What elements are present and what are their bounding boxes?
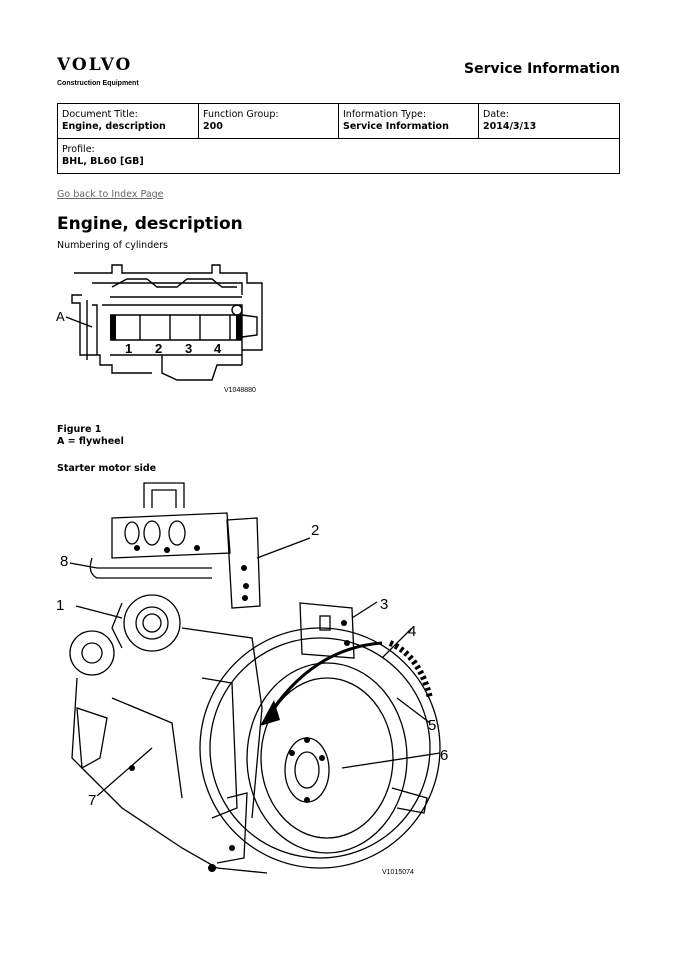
callout-number: 5 <box>428 717 436 734</box>
section-subtitle: Numbering of cylinders <box>57 240 168 251</box>
back-to-index-link[interactable]: Go back to Index Page <box>57 189 164 200</box>
callout-number: 7 <box>88 792 96 809</box>
figure-cylinder-numbering: A 1 2 3 4 V1048880 <box>56 264 263 394</box>
cylinder-number: 1 <box>125 341 132 356</box>
flywheel-label-a: A <box>56 309 65 324</box>
meta-row: Document Title: Engine, description Func… <box>58 104 619 139</box>
figure-code: V1048880 <box>224 387 256 394</box>
cylinder-number: 3 <box>185 341 192 356</box>
figure-code: V1015074 <box>382 869 414 876</box>
header-title: Service Information <box>464 61 620 77</box>
meta-cell-date: Date: 2014/3/13 <box>478 104 619 138</box>
meta-cell-function-group: Function Group: 200 <box>198 104 338 138</box>
meta-label: Profile: <box>62 144 95 155</box>
meta-value: Engine, description <box>62 121 166 132</box>
meta-value: 2014/3/13 <box>483 121 537 132</box>
meta-label: Function Group: <box>203 109 279 120</box>
figure-caption-text: A = flywheel <box>57 436 124 447</box>
meta-value: BHL, BL60 [GB] <box>62 156 144 167</box>
callout-number: 2 <box>311 522 319 539</box>
page-title: Engine, description <box>57 214 243 234</box>
meta-row: Profile: BHL, BL60 [GB] <box>58 139 619 173</box>
document-meta-table: Document Title: Engine, description Func… <box>57 103 620 174</box>
cylinder-number: 2 <box>155 341 162 356</box>
figure-caption: Figure 1 A = flywheel <box>57 424 124 448</box>
callout-number: 8 <box>60 553 68 570</box>
volvo-logo: VOLVO <box>57 55 133 75</box>
brand: VOLVO Construction Equipment <box>57 56 139 87</box>
meta-label: Document Title: <box>62 109 138 120</box>
brand-subtitle: Construction Equipment <box>57 80 139 87</box>
callout-number: 6 <box>440 747 448 764</box>
meta-label: Information Type: <box>343 109 427 120</box>
meta-value: Service Information <box>343 121 449 132</box>
meta-cell-profile: Profile: BHL, BL60 [GB] <box>58 139 619 173</box>
figure-caption-title: Figure 1 <box>57 424 102 435</box>
meta-value: 200 <box>203 121 223 132</box>
callout-number: 3 <box>380 596 388 613</box>
figure-starter-motor-side: 1 2 3 4 5 6 7 8 V1015074 <box>56 482 448 876</box>
meta-label: Date: <box>483 109 509 120</box>
callout-number: 1 <box>56 597 64 614</box>
section-heading: Starter motor side <box>57 463 157 474</box>
meta-cell-information-type: Information Type: Service Information <box>338 104 478 138</box>
callout-number: 4 <box>408 623 416 640</box>
cylinder-number: 4 <box>214 341 222 356</box>
meta-cell-document-title: Document Title: Engine, description <box>58 104 198 138</box>
